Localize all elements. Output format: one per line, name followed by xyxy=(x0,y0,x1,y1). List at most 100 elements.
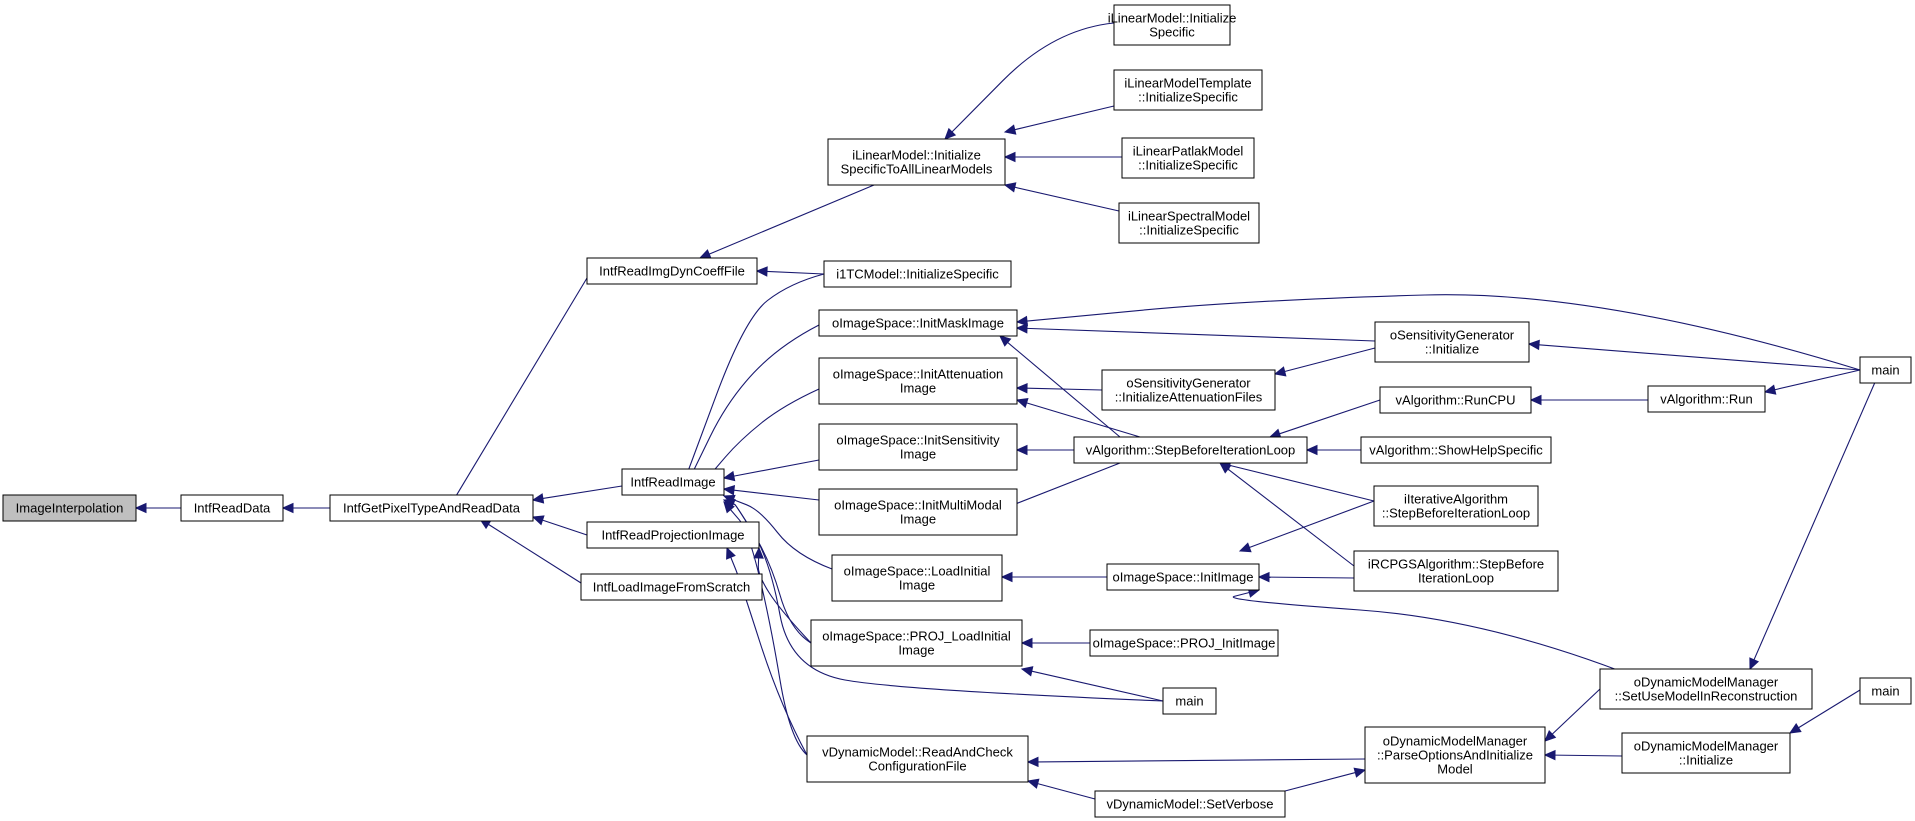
node-box xyxy=(180,494,284,522)
node-oimagespace-initimage[interactable]: oImageSpace::InitImage xyxy=(1106,563,1260,591)
edge-line xyxy=(1753,356,1887,661)
edge-line xyxy=(1268,576,1355,579)
edge-n22-to-n13 xyxy=(998,462,1121,512)
node-odynamicmodelmanager-parseoptionsandinitialize-model[interactable]: oDynamicModelManager::ParseOptionsAndIni… xyxy=(1364,726,1546,784)
edge-arrowhead xyxy=(1026,756,1039,768)
edge-arrowhead xyxy=(531,515,545,526)
edge-line xyxy=(686,273,825,473)
edge-arrowhead xyxy=(1003,182,1017,193)
node-ircpgsalgorithm-stepbefore-iterationloop[interactable]: iRCPGSAlgorithm::StepBeforeIterationLoop xyxy=(1353,550,1559,592)
edge-line xyxy=(488,523,582,584)
edge-n30-to-n23 xyxy=(1238,500,1375,553)
node-odynamicmodelmanager-setusemodelinreconstruction[interactable]: oDynamicModelManager::SetUseModelInRecon… xyxy=(1599,668,1813,710)
edge-arrowhead xyxy=(1015,397,1029,409)
node-label: ::InitializeSpecific xyxy=(1138,90,1238,105)
node-valgorithm-showhelpspecific[interactable]: vAlgorithm::ShowHelpSpecific xyxy=(1360,436,1552,464)
node-intfloadimagefromscratch[interactable]: IntfLoadImageFromScratch xyxy=(580,573,763,601)
node-label: ::InitializeAttenuationFiles xyxy=(1115,390,1263,405)
node-box xyxy=(1647,385,1766,413)
node-label: oImageSpace::LoadInitial xyxy=(844,564,991,579)
node-intfreaddata[interactable]: IntfReadData xyxy=(180,494,284,522)
edge-n3-to-n2 xyxy=(281,502,330,514)
edge-line xyxy=(1227,468,1355,567)
node-box xyxy=(1353,550,1559,592)
node-label: Image xyxy=(898,643,934,658)
edge-arrowhead xyxy=(722,499,736,509)
edge-line xyxy=(1007,342,1121,438)
node-intfreadimage[interactable]: IntfReadImage xyxy=(621,468,725,496)
node-box xyxy=(818,309,1018,337)
node-box xyxy=(586,521,760,549)
node-label: Model xyxy=(1437,762,1473,777)
edge-arrowhead xyxy=(1000,571,1013,583)
node-valgorithm-run[interactable]: vAlgorithm::Run xyxy=(1647,385,1766,413)
edge-arrowhead xyxy=(1015,315,1028,327)
node-ilinearmodel-initialize-specific[interactable]: iLinearModel::InitializeSpecific xyxy=(1108,4,1237,46)
edge-line xyxy=(691,324,820,474)
edge-n37-to-n23 xyxy=(1232,587,1664,689)
node-valgorithm-stepbeforeiterationloop[interactable]: vAlgorithm::StepBeforeIterationLoop xyxy=(1073,436,1308,464)
node-iiterativealgorithm-stepbeforeiterationloop[interactable]: iIterativeAlgorithm::StepBeforeIteration… xyxy=(1373,485,1539,527)
edge-line xyxy=(542,485,623,499)
node-main[interactable]: main xyxy=(1162,687,1217,715)
edge-arrowhead xyxy=(722,484,736,496)
edge-n7-to-n3 xyxy=(478,518,582,584)
node-ilinearspectralmodel-initializespecific[interactable]: iLinearSpectralModel::InitializeSpecific xyxy=(1118,202,1260,244)
edge-arrowhead xyxy=(1763,384,1777,395)
node-intfreadimgdyncoefffile[interactable]: IntfReadImgDynCoeffFile xyxy=(586,257,758,285)
node-label: ::SetUseModelInReconstruction xyxy=(1615,689,1798,704)
edge-line xyxy=(1279,399,1381,435)
edge-line xyxy=(766,270,825,275)
node-label: iLinearModel::Initialize xyxy=(1108,11,1237,26)
node-label: oImageSpace::InitMultiModal xyxy=(834,498,1002,513)
node-osensitivitygenerator-initializeattenuationfiles[interactable]: oSensitivityGenerator::InitializeAttenua… xyxy=(1101,369,1276,411)
edge-n29-to-n22 xyxy=(1305,444,1361,456)
node-box xyxy=(818,423,1018,471)
edge-arrowhead xyxy=(1020,666,1034,677)
node-label: Specific xyxy=(1149,25,1195,40)
edge-n32-to-n16 xyxy=(1026,756,1366,768)
node-box xyxy=(1373,485,1539,527)
node-ilinearmodeltemplate-initializespecific[interactable]: iLinearModelTemplate::InitializeSpecific xyxy=(1113,69,1263,111)
edge-line xyxy=(1026,402,1141,438)
edge-n22-to-n10 xyxy=(999,335,1121,438)
node-valgorithm-runcpu[interactable]: vAlgorithm::RunCPU xyxy=(1379,386,1532,414)
node-box xyxy=(806,735,1029,783)
node-main[interactable]: main xyxy=(1859,356,1912,384)
node-label: ::Initialize xyxy=(1679,753,1733,768)
node-oimagespace-initmaskimage[interactable]: oImageSpace::InitMaskImage xyxy=(818,309,1018,337)
edge-arrowhead xyxy=(1026,778,1040,789)
node-vdynamicmodel-readandcheck-configurationfile[interactable]: vDynamicModel::ReadAndCheckConfiguration… xyxy=(806,735,1029,783)
node-label: ConfigurationFile xyxy=(868,759,966,774)
node-i1tcmodel-initializespecific[interactable]: i1TCModel::InitializeSpecific xyxy=(823,260,1012,288)
edge-line xyxy=(1031,670,1164,702)
node-main[interactable]: main xyxy=(1859,677,1912,705)
edge-n31-to-n23 xyxy=(1257,571,1355,583)
node-box xyxy=(818,488,1018,536)
node-ilinearpatlakmodel-initializespecific[interactable]: iLinearPatlakModel::InitializeSpecific xyxy=(1121,137,1255,179)
node-intfgetpixeltypeandreaddata[interactable]: IntfGetPixelTypeAndReadData xyxy=(329,494,534,522)
edge-arrowhead xyxy=(1015,382,1028,394)
node-intfreadprojectionimage[interactable]: IntfReadProjectionImage xyxy=(586,521,760,549)
node-imageinterpolation[interactable]: ImageInterpolation xyxy=(2,494,137,522)
node-vdynamicmodel-setverbose[interactable]: vDynamicModel::SetVerbose xyxy=(1094,790,1286,818)
node-osensitivitygenerator-initialize[interactable]: oSensitivityGenerator::Initialize xyxy=(1374,321,1530,363)
node-label: i1TCModel::InitializeSpecific xyxy=(836,267,999,282)
node-box xyxy=(823,260,1012,288)
node-odynamicmodelmanager-initialize[interactable]: oDynamicModelManager::Initialize xyxy=(1621,732,1791,774)
node-label: oDynamicModelManager xyxy=(1634,675,1779,690)
edge-n11-to-n5 xyxy=(703,388,820,483)
edge-line xyxy=(1551,688,1601,735)
edge-line xyxy=(1249,500,1375,549)
node-label: iRCPGSAlgorithm::StepBefore xyxy=(1368,557,1544,572)
edge-n22-to-n11 xyxy=(1015,397,1141,438)
node-ilinearmodel-initialize-specifictoalllinearmodels[interactable]: iLinearModel::InitializeSpecificToAllLin… xyxy=(827,138,1006,186)
node-box xyxy=(586,257,758,285)
node-oimagespace-proj-initimage[interactable]: oImageSpace::PROJ_InitImage xyxy=(1089,629,1279,657)
